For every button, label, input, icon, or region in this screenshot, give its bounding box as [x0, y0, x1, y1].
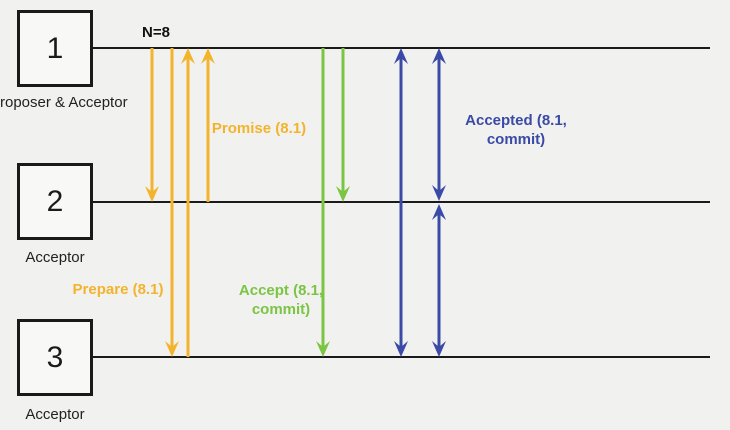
- accepted-message-label: Accepted (8.1, commit): [465, 112, 567, 148]
- arrowhead-icon: [432, 341, 446, 357]
- accept-arrow-1-to-3: [316, 48, 330, 357]
- arrowhead-icon: [394, 48, 408, 64]
- arrowhead-icon: [432, 48, 446, 64]
- node-3-number: 3: [46, 340, 64, 374]
- arrowhead-icon: [394, 341, 408, 357]
- arrowhead-icon: [165, 341, 179, 357]
- arrowhead-icon: [201, 48, 215, 64]
- prepare-arrow-1-to-3: [165, 48, 179, 357]
- accept-arrow-1-to-2: [336, 48, 350, 202]
- arrowhead-icon: [181, 48, 195, 64]
- node-2-box: 2: [17, 163, 93, 240]
- node-1-number: 1: [46, 31, 64, 65]
- accepted-arrow-2-and-3: [432, 204, 446, 357]
- accepted-arrow-1-and-3: [394, 48, 408, 357]
- accept-message-label: Accept (8.1, commit): [238, 282, 324, 318]
- arrowhead-icon: [432, 185, 446, 201]
- arrowhead-icon: [336, 186, 350, 202]
- node-2-role-label: Acceptor: [25, 249, 85, 266]
- node-1-role-label: roposer & Acceptor: [0, 94, 128, 111]
- promise-message-label: Promise (8.1): [211, 120, 307, 137]
- node-1-box: 1: [17, 10, 93, 87]
- prepare-message-label: Prepare (8.1): [72, 281, 164, 298]
- prepare-arrow-1-to-2: [145, 48, 159, 202]
- round-number-label: N=8: [142, 24, 170, 41]
- arrowhead-icon: [145, 186, 159, 202]
- promise-arrow-2-to-1: [201, 48, 215, 202]
- node-3-role-label: Acceptor: [25, 406, 85, 423]
- promise-arrow-3-to-1: [181, 48, 195, 357]
- arrowhead-icon: [432, 204, 446, 220]
- arrowhead-icon: [316, 341, 330, 357]
- node-2-number: 2: [46, 184, 64, 218]
- node-3-box: 3: [17, 319, 93, 396]
- accepted-arrow-1-and-2: [432, 48, 446, 201]
